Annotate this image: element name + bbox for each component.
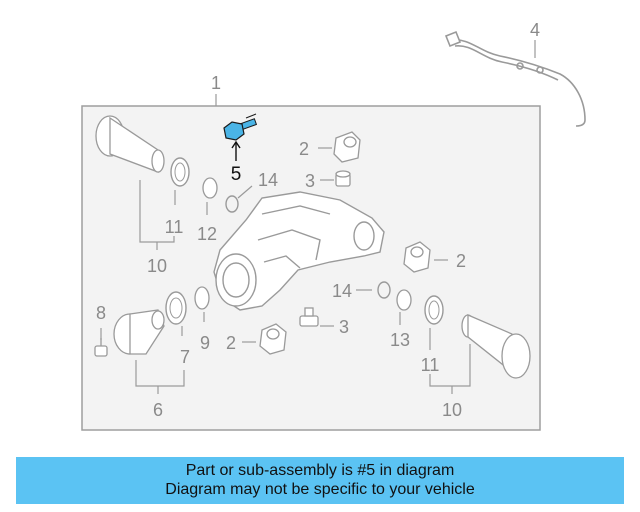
banner-line-1: Part or sub-assembly is #5 in diagram: [185, 462, 455, 479]
callout-8: 8: [96, 303, 106, 323]
callout-2-right: 2: [456, 251, 466, 271]
callout-12: 12: [197, 224, 217, 244]
banner-line-2: Diagram may not be specific to your vehi…: [165, 481, 475, 498]
ring-right: [396, 289, 412, 311]
seal-flange: [165, 291, 187, 325]
seal-left: [170, 157, 190, 187]
bolt-highlighted: [223, 113, 258, 141]
bolt-small: [94, 338, 108, 357]
callout-11-left: 11: [165, 217, 184, 237]
mount-lower: [259, 323, 287, 355]
output-flange-right: [461, 314, 531, 379]
callout-arrow-5: [231, 140, 241, 149]
parts-diagram: 1 4 5 11 12 14 10 2: [81, 20, 586, 431]
callout-3-upper: 3: [305, 171, 315, 191]
callout-1: 1: [211, 73, 221, 93]
callout-2-lower: 2: [226, 333, 236, 353]
plug-upper: [335, 170, 351, 187]
info-banner: Part or sub-assembly is #5 in diagram Di…: [16, 457, 624, 504]
callout-9: 9: [200, 333, 210, 353]
snapring-right: [377, 281, 391, 299]
callout-2-upper: 2: [299, 139, 309, 159]
callout-5: 5: [231, 164, 242, 185]
callout-4: 4: [530, 20, 540, 40]
callout-14-left: 14: [258, 170, 278, 190]
callout-10-bottom: 10: [442, 400, 462, 420]
mount-upper: [333, 131, 361, 163]
callout-7: 7: [180, 347, 190, 367]
callout-10-top: 10: [147, 256, 167, 276]
wiring-harness: [444, 30, 586, 127]
ring-left: [202, 177, 218, 199]
output-flange-left: [95, 115, 165, 173]
callout-14-right: 14: [332, 281, 352, 301]
differential-housing: [213, 191, 385, 311]
mount-right: [403, 241, 431, 273]
bracket-6: [135, 360, 185, 387]
ring-flange: [194, 286, 210, 310]
input-flange-left: [113, 309, 165, 355]
seal-right: [424, 295, 444, 325]
bracket-10-right: [429, 344, 471, 387]
callout-11-right: 11: [421, 355, 440, 375]
callout-6: 6: [153, 400, 163, 420]
snapring-left: [225, 195, 239, 213]
plug-lower: [299, 307, 319, 327]
callout-13: 13: [390, 330, 410, 350]
callout-3-lower: 3: [339, 317, 349, 337]
